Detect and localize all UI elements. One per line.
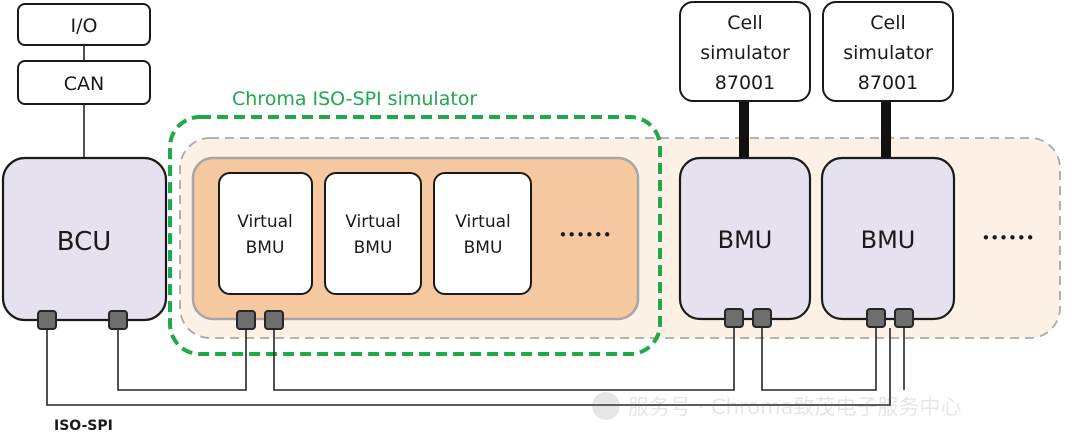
cell-simulator-1-line1: Cell [727,12,763,34]
iso-spi-wire-bmu1-to-bmu2 [761,328,877,391]
virtual-bmu-1: Virtual BMU [218,172,313,295]
bcu-port-2 [108,310,128,330]
cell-sim-link-2 [881,101,891,158]
bcu-label: BCU [57,227,112,257]
virtual-bmu-1-line1: Virtual [237,212,293,232]
iso-spi-simulator-boundary [168,115,662,356]
io-box [17,3,151,46]
virtual-bmu-2-line1: Virtual [345,212,401,232]
bcu-port-1 [37,310,57,330]
bmu-1-label: BMU [718,226,773,254]
sim-port-1 [236,310,256,330]
virtual-bmu-2: Virtual BMU [324,172,422,295]
watermark-text: 服务号 · Chroma致茂电子服务中心 [628,395,961,419]
cell-simulator-2-line3: 87001 [858,72,918,94]
iso-spi-wire-outer [46,328,891,406]
virtual-bmu-1-line2: BMU [246,238,285,258]
watermark-logo-icon [592,392,620,420]
iso-spi-wire-bcu-to-sim [117,328,247,391]
virtual-bmu-3-line1: Virtual [455,212,511,232]
io-label: I/O [71,15,98,37]
bmu-2-port-1 [866,308,886,328]
simulator-title: Chroma ISO-SPI simulator [232,88,477,110]
bmu-ellipsis: •••••• [981,229,1034,247]
cell-simulator-2-line1: Cell [870,12,906,34]
can-label: CAN [64,73,104,95]
cell-simulator-1-line3: 87001 [715,72,775,94]
virtual-bmu-ellipsis: •••••• [558,226,611,244]
cell-simulator-1: Cell simulator 87001 [679,1,811,102]
virtual-bmu-3-line2: BMU [464,238,503,258]
bcu-box [1,156,168,322]
virtual-bmu-2-line2: BMU [354,238,393,258]
cell-simulator-2: Cell simulator 87001 [822,1,954,102]
sim-port-2 [264,310,284,330]
cell-simulator-2-line2: simulator [843,42,933,64]
cell-sim-link-1 [739,101,749,158]
iso-spi-wire-sim-to-bmu1 [273,328,735,391]
bmu-2-label: BMU [861,226,916,254]
virtual-bmu-3: Virtual BMU [433,172,532,295]
can-box [17,60,151,105]
bmu-1-port-2 [752,308,772,328]
cell-simulator-1-line2: simulator [700,42,790,64]
bmu-1-port-1 [724,308,744,328]
bmu-2-box [820,156,956,321]
bmu-2-port-2 [894,308,914,328]
watermark: 服务号 · Chroma致茂电子服务中心 [592,392,961,420]
bmu-1-box [678,156,812,321]
iso-spi-label: ISO-SPI [54,418,113,434]
